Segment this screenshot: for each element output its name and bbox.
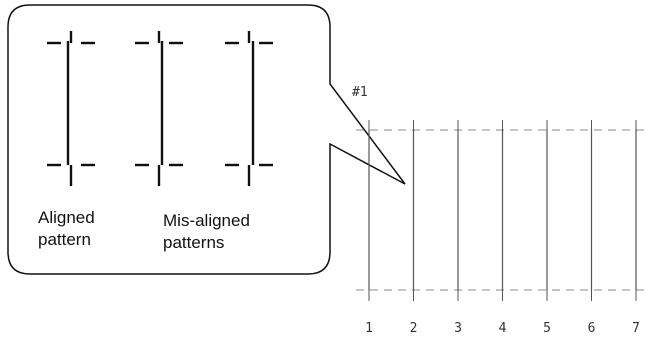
- pattern-set-label: #1: [352, 85, 368, 100]
- pattern-number-4: 4: [498, 321, 507, 336]
- pattern-number-1: 1: [365, 321, 373, 336]
- pattern-number-5: 5: [543, 321, 551, 336]
- pattern-number-6: 6: [587, 321, 596, 336]
- misaligned-pattern-sample-1: [135, 31, 183, 186]
- aligned-pattern-sample: [47, 31, 95, 186]
- misaligned-label-line1: Mis-aligned: [163, 211, 250, 230]
- aligned-label-line1: Aligned: [38, 208, 95, 227]
- pattern-number-7: 7: [632, 321, 640, 336]
- misaligned-label-line2: patterns: [163, 233, 225, 252]
- aligned-label-line2: pattern: [38, 230, 91, 249]
- misaligned-patterns-label: Mis-aligned patterns: [163, 210, 250, 254]
- pattern-number-3: 3: [454, 321, 462, 336]
- callout-bubble: [7, 4, 406, 275]
- test-pattern-sheet: [356, 120, 645, 301]
- misaligned-pattern-sample-2: [225, 31, 273, 186]
- aligned-pattern-label: Aligned pattern: [38, 207, 95, 251]
- pattern-number-2: 2: [409, 321, 418, 336]
